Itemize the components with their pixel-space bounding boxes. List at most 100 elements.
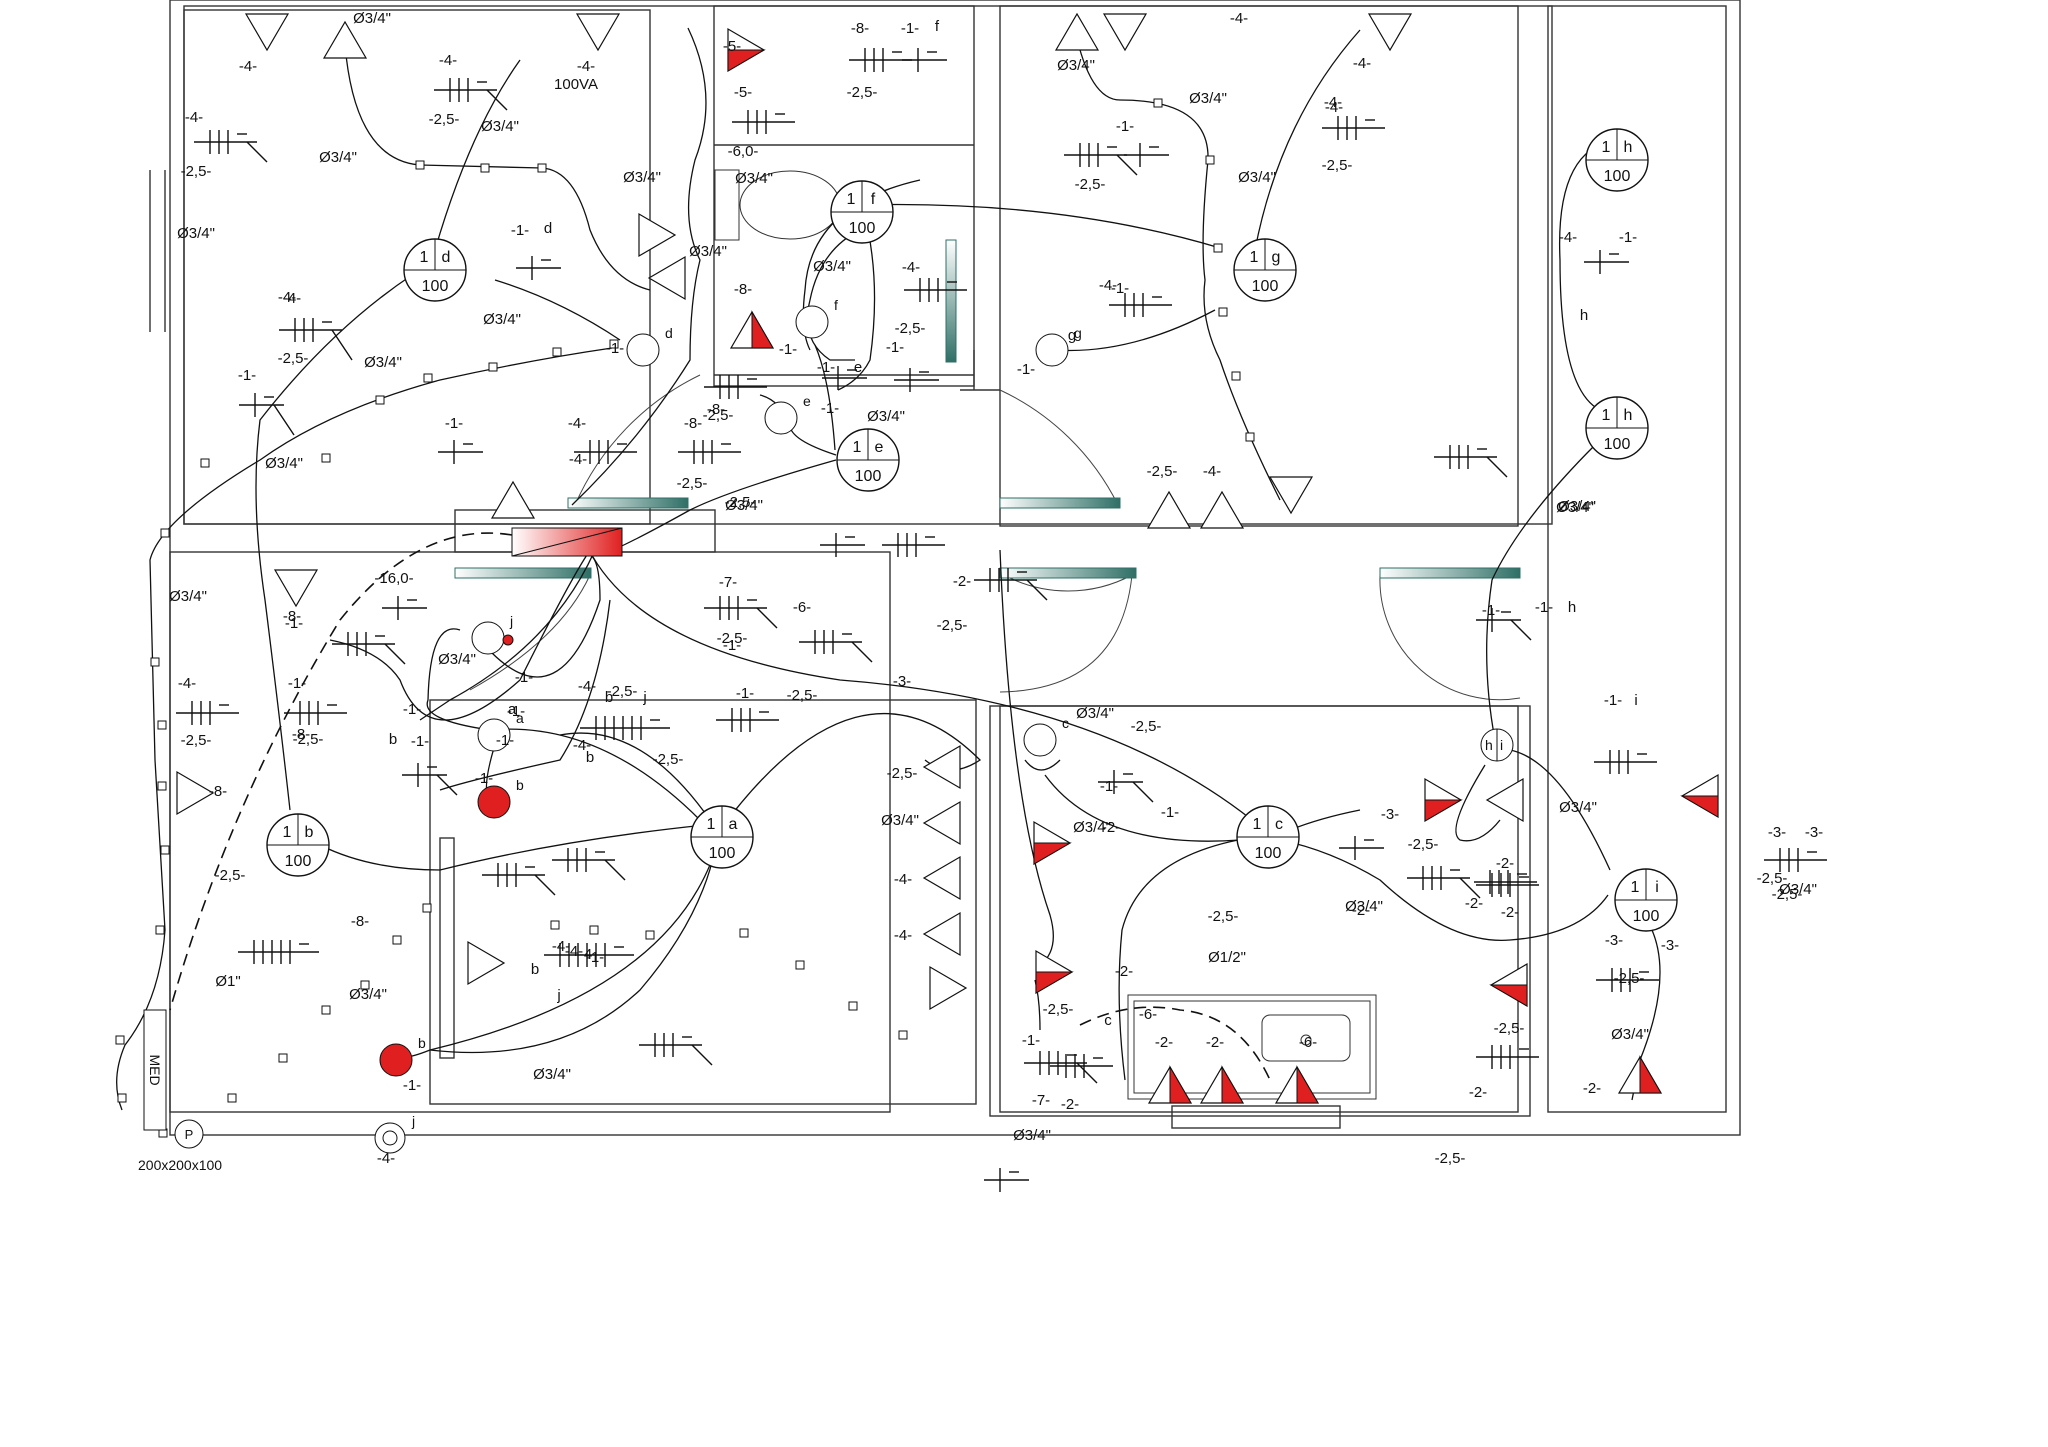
outlet-symbol (322, 20, 368, 59)
plan-label: -2,5- (181, 732, 212, 749)
luminaire-number: 1 (1253, 816, 1262, 833)
plan-label: h (1580, 307, 1588, 324)
plan-label: -2,5- (429, 111, 460, 128)
junction-boxes (115, 98, 1255, 1138)
switch-symbol: b (477, 777, 524, 819)
conductor-marks (1339, 836, 1384, 860)
plan-label: -1- (507, 703, 525, 720)
plan-label: -2,5- (937, 617, 968, 634)
plan-label: Ø3/4" (1073, 819, 1111, 836)
conductor-marks (882, 533, 945, 557)
plan-label: -1- (403, 701, 421, 718)
plan-label: -8- (734, 281, 752, 298)
junction-box (157, 781, 167, 791)
hi-junction-right: i (1500, 737, 1503, 753)
glass-panels (454, 239, 1521, 579)
conductor-marks (1764, 848, 1827, 872)
plan-label: -2- (1155, 1034, 1173, 1051)
plan-label: -2- (1102, 819, 1120, 836)
plan-label: Ø3/4" (1238, 169, 1276, 186)
switch-symbol: b (379, 1035, 426, 1077)
plan-label: -4- (178, 675, 196, 692)
luminaire-circuit: g (1272, 249, 1281, 266)
plan-label: -2,5- (1494, 1020, 1525, 1037)
doors (469, 374, 1521, 701)
conductor-marks (482, 863, 556, 896)
plan-label: -8- (684, 415, 702, 432)
plan-label: -1- (1111, 280, 1129, 297)
special-outlet-symbol (729, 310, 775, 349)
plan-label: Ø3/4" (689, 243, 727, 260)
junction-box (795, 960, 805, 970)
outlet-symbol (1199, 490, 1245, 529)
switch-symbol: g (1035, 325, 1082, 367)
switch-letter: a (516, 710, 524, 726)
plan-label: -1- (886, 339, 904, 356)
plan-label: -1- (1116, 118, 1134, 135)
plan-label: Ø3/4" (881, 812, 919, 829)
plan-label: -6- (1299, 1034, 1317, 1051)
home-run-conduits (169, 532, 1271, 1081)
luminaire-power: 100 (1252, 278, 1279, 295)
plan-label: g (1068, 327, 1076, 344)
plan-label: Ø3/4" (1779, 881, 1817, 898)
plan-label: Ø3/4" (1611, 1026, 1649, 1043)
luminaire-circuit: i (1655, 879, 1659, 896)
conductor-marks (984, 1168, 1029, 1192)
junction-box (537, 163, 547, 173)
hi-junction-left: h (1485, 737, 1493, 753)
plan-label: Ø3/4" (169, 588, 207, 605)
plan-label: -3- (1605, 932, 1623, 949)
luminaire-power: 100 (1255, 845, 1282, 862)
plan-label: -2,5- (293, 731, 324, 748)
plan-label: -2- (1115, 963, 1133, 980)
junction-box (550, 920, 560, 930)
plan-label: -5- (723, 38, 741, 55)
pull-box-label: P (185, 1127, 194, 1142)
conductor-marks (902, 48, 947, 72)
plan-label: -7- (1032, 1092, 1050, 1109)
luminaire-circuit: d (442, 249, 451, 266)
switch-symbol: f (795, 297, 838, 339)
plan-label: Ø3/4" (353, 10, 391, 27)
junction-box (415, 160, 425, 170)
plan-label: Ø3/4" (1556, 499, 1594, 516)
plan-label: Ø3/4" (623, 169, 661, 186)
pull-box (174, 1119, 204, 1149)
plan-label: -2,5- (895, 320, 926, 337)
luminaire-power: 100 (422, 278, 449, 295)
special-outlet-symbol (1199, 1065, 1245, 1104)
conductor-marks (332, 632, 406, 665)
plan-label: -8- (851, 20, 869, 37)
outlet-symbol (1367, 13, 1413, 52)
special-outlet-symbol (1489, 962, 1528, 1008)
plan-label: -1- (736, 685, 754, 702)
luminaire-number: 1 (1602, 139, 1611, 156)
outlet-symbol (922, 744, 961, 790)
conductor-marks (516, 256, 561, 280)
plan-label: -4- (1099, 277, 1117, 294)
plan-label: -1- (403, 1077, 421, 1094)
junction-box (488, 362, 498, 372)
special-outlet-symbol (1274, 1065, 1320, 1104)
plan-label: -4- (1325, 99, 1343, 116)
luminaire-power: 100 (1604, 168, 1631, 185)
junction-box (227, 1093, 237, 1103)
junction-box (422, 903, 432, 913)
switch-symbol: j (374, 1113, 415, 1154)
outlet-symbol (575, 13, 621, 52)
luminaire-number: 1 (420, 249, 429, 266)
special-outlet-symbol (1033, 820, 1072, 866)
conductor-marks (382, 596, 427, 620)
plan-label: -1- (511, 222, 529, 239)
conductor-marks (438, 440, 483, 464)
plan-label: Ø3/4" (483, 311, 521, 328)
junction-box (1213, 243, 1223, 253)
conductor-marks (820, 533, 865, 557)
junction-box (423, 373, 433, 383)
